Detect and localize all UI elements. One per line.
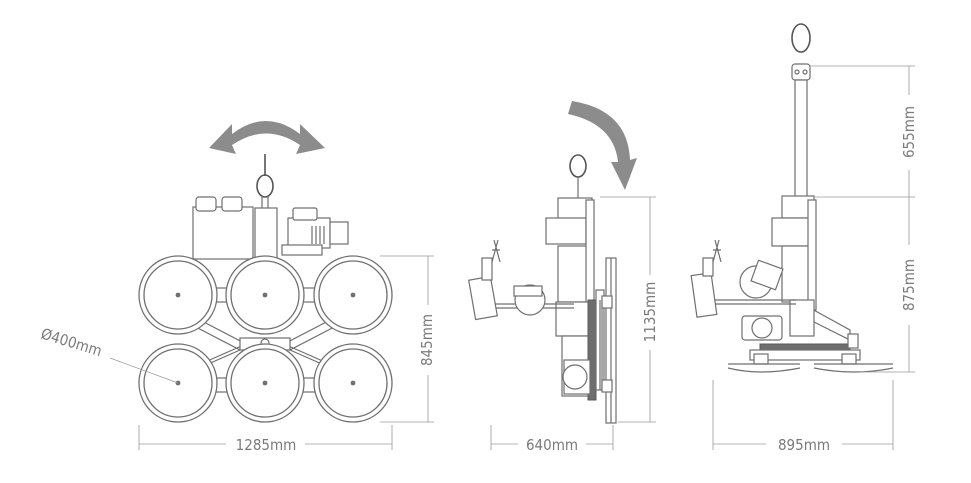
side-arm bbox=[467, 239, 574, 321]
vacuum-unit bbox=[192, 196, 349, 261]
lifted-width-label: 895mm bbox=[778, 436, 830, 454]
suction-cup bbox=[225, 343, 305, 423]
lifted-dimension-lines bbox=[712, 65, 915, 450]
front-view: 1285mm 845mm Ø400mm bbox=[39, 121, 436, 454]
lifted-body bbox=[739, 195, 851, 341]
lifted-upper-height-label: 655mm bbox=[900, 106, 918, 158]
front-height-label: 845mm bbox=[418, 314, 436, 366]
side-lifting-eye bbox=[569, 154, 587, 198]
front-dimension-lines bbox=[109, 255, 434, 450]
lifted-arm bbox=[690, 239, 796, 318]
lifting-eye bbox=[256, 154, 274, 208]
suction-cups bbox=[138, 255, 393, 423]
side-plate bbox=[601, 257, 617, 424]
tilt-arrow-icon bbox=[568, 101, 637, 190]
suction-cup bbox=[138, 255, 218, 335]
lifted-view: 895mm 655mm 875mm bbox=[690, 23, 918, 454]
suction-cup bbox=[313, 343, 393, 423]
suction-cup bbox=[313, 255, 393, 335]
lifted-lower-height-label: 875mm bbox=[900, 259, 918, 311]
side-body bbox=[545, 197, 605, 401]
lifted-frame bbox=[727, 315, 894, 373]
suction-cup bbox=[225, 255, 305, 335]
cup-diameter-label: Ø400mm bbox=[39, 325, 104, 361]
side-dimension-lines bbox=[490, 196, 656, 450]
front-width-label: 1285mm bbox=[236, 436, 297, 454]
side-width-label: 640mm bbox=[526, 436, 578, 454]
rotate-arrow-icon bbox=[209, 121, 325, 154]
side-view: 640mm 1135mm bbox=[467, 101, 659, 454]
lifted-hanger bbox=[791, 23, 811, 199]
side-height-label: 1135mm bbox=[641, 282, 659, 343]
